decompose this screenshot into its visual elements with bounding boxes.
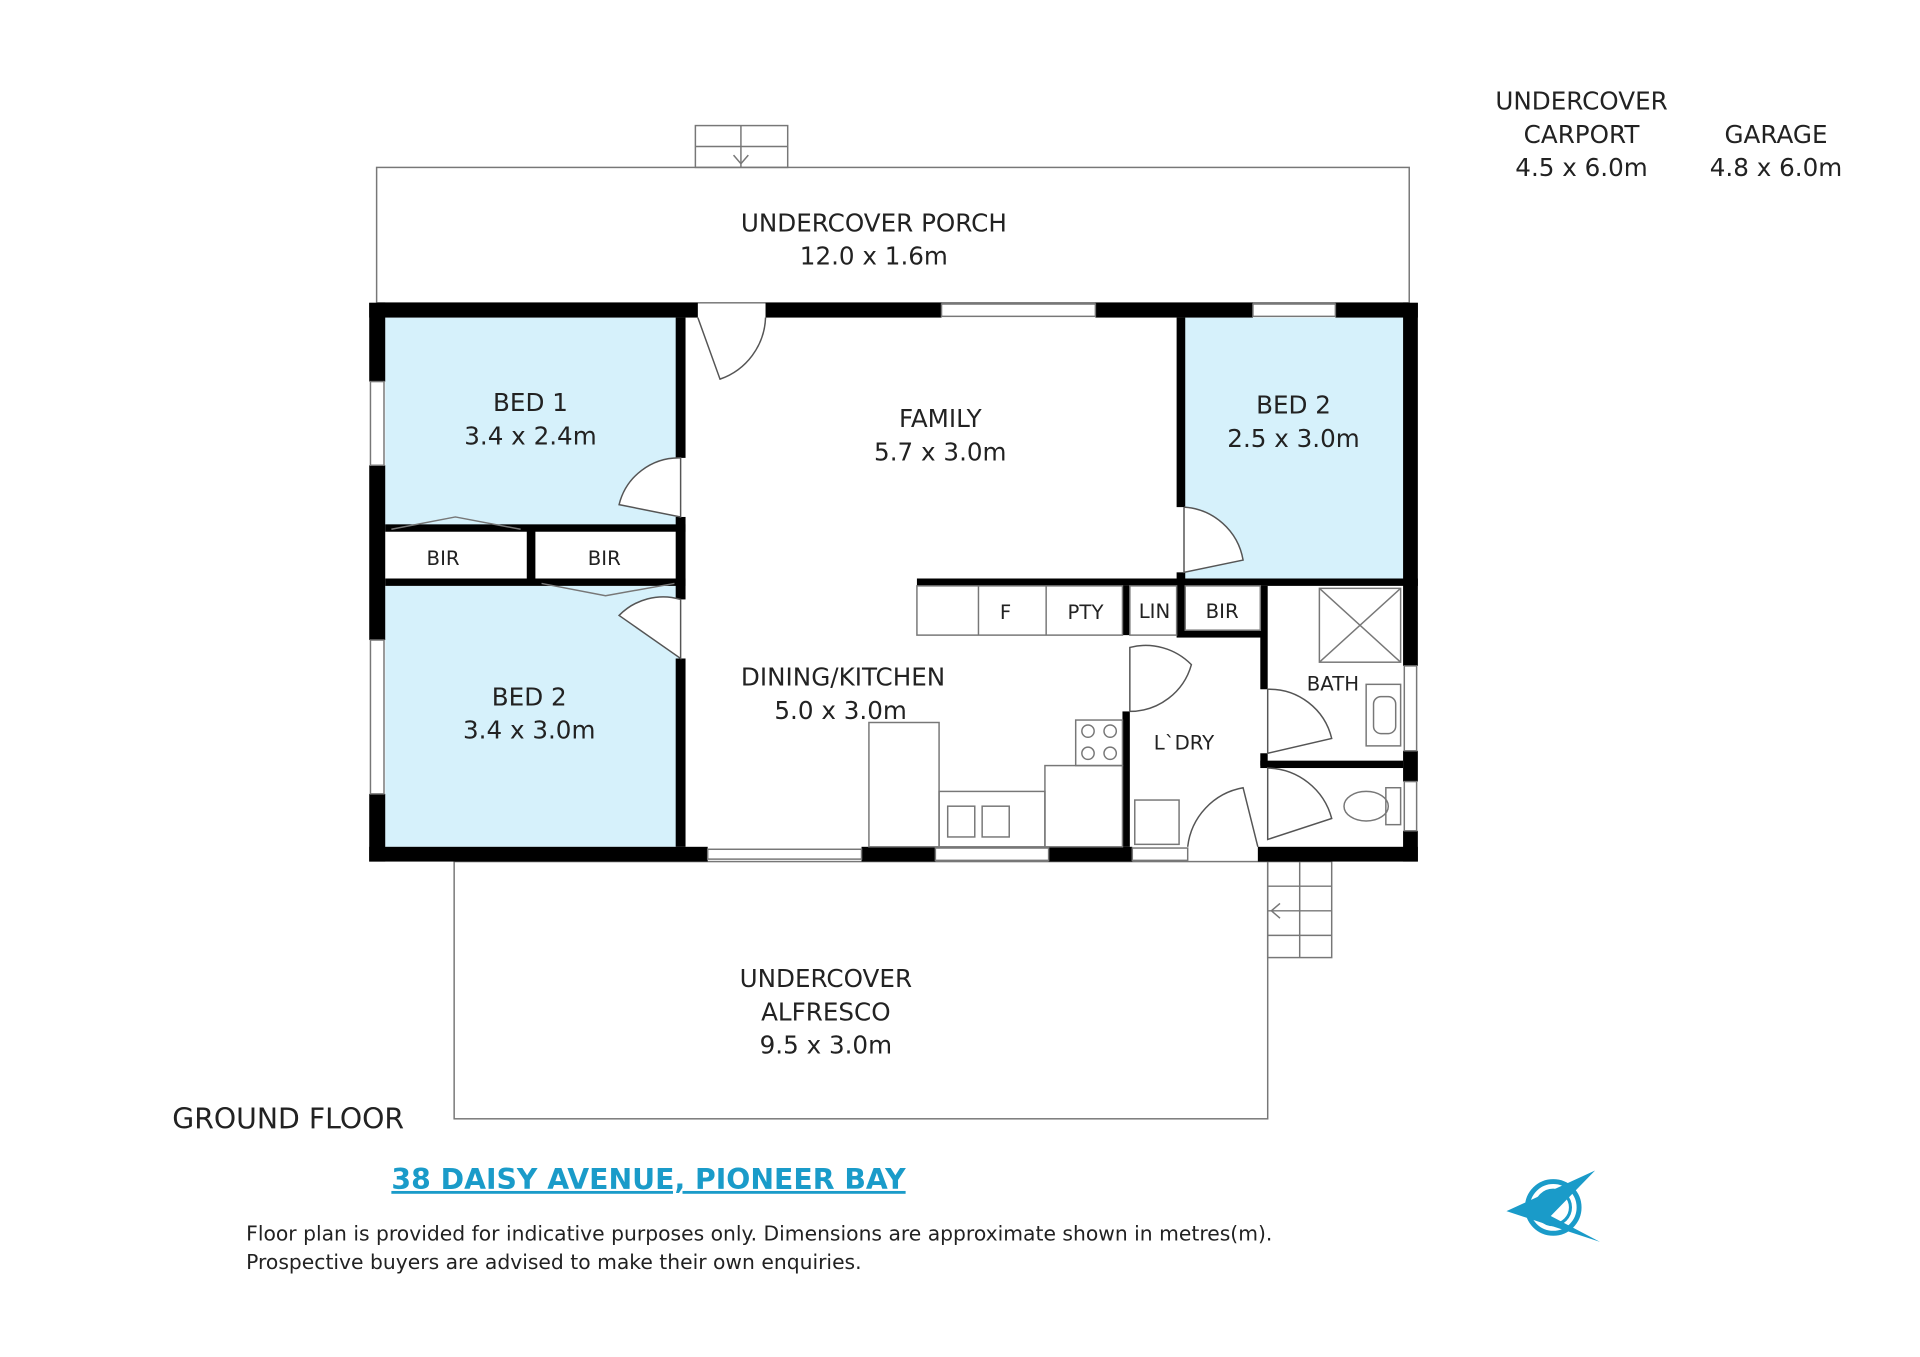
- disclaimer-line-2: Prospective buyers are advised to make t…: [246, 1250, 861, 1274]
- family-size: 5.7 x 3.0m: [874, 437, 1006, 466]
- windows: [369, 303, 1418, 862]
- bed1-name: BED 1: [493, 388, 568, 417]
- garage-size: 4.8 x 6.0m: [1710, 153, 1842, 182]
- porch-size: 12.0 x 1.6m: [800, 242, 948, 271]
- porch-name: UNDERCOVER PORCH: [741, 208, 1007, 237]
- rear-steps: [1266, 860, 1333, 959]
- laundry-label: L`DRY: [1154, 732, 1215, 755]
- linen-label: LIN: [1139, 600, 1171, 623]
- porch-steps: [694, 124, 789, 169]
- alfresco-size: 9.5 x 3.0m: [760, 1031, 892, 1060]
- bath-label: BATH: [1307, 672, 1359, 695]
- carport-name-1: UNDERCOVER: [1495, 87, 1667, 116]
- compass-logo-icon: [1506, 1170, 1600, 1242]
- bed2-right-name: BED 2: [1256, 391, 1331, 420]
- wardrobe-doors: [391, 516, 675, 597]
- alfresco-outline: [453, 860, 1269, 1120]
- bath-fittings: [1318, 587, 1402, 826]
- dining-size: 5.0 x 3.0m: [774, 696, 906, 725]
- bed2-right-size: 2.5 x 3.0m: [1227, 424, 1359, 453]
- floor-label: GROUND FLOOR: [172, 1103, 404, 1136]
- fridge-label: F: [1000, 601, 1011, 624]
- pantry-label: PTY: [1068, 601, 1105, 624]
- alfresco-name-2: ALFRESCO: [761, 997, 891, 1026]
- carport-size: 4.5 x 6.0m: [1515, 153, 1647, 182]
- kitchen-fittings: [868, 585, 1262, 848]
- carport-name-2: CARPORT: [1524, 120, 1641, 149]
- bed1-size: 3.4 x 2.4m: [464, 421, 596, 450]
- bir-label: BIR: [1206, 600, 1239, 623]
- family-name: FAMILY: [899, 404, 983, 433]
- bir-label: BIR: [588, 547, 621, 570]
- doors: [617, 317, 1333, 847]
- alfresco-name-1: UNDERCOVER: [740, 964, 912, 993]
- bir-label: BIR: [427, 547, 460, 570]
- dining-name: DINING/KITCHEN: [741, 663, 945, 692]
- bed2-left-size: 3.4 x 3.0m: [463, 715, 595, 744]
- bed2-left-name: BED 2: [492, 682, 567, 711]
- address: 38 DAISY AVENUE, PIONEER BAY: [391, 1163, 906, 1196]
- disclaimer-line-1: Floor plan is provided for indicative pu…: [246, 1222, 1272, 1246]
- bed2-left-area: [385, 585, 681, 847]
- garage-name: GARAGE: [1724, 120, 1827, 149]
- porch-outline: [375, 166, 1410, 304]
- walls: [369, 302, 1418, 862]
